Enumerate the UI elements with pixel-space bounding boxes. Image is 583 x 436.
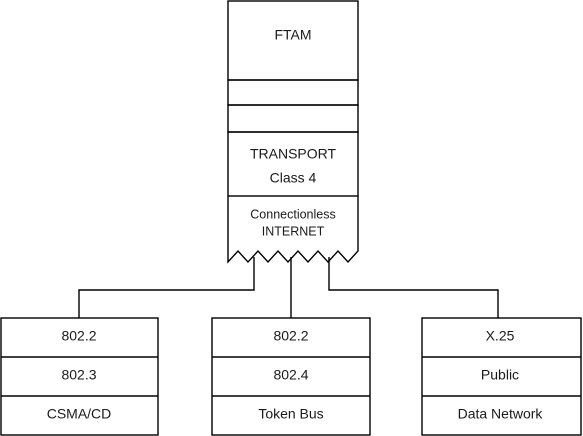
internet-label: INTERNET	[262, 224, 325, 238]
subnet-row-label: Data Network	[458, 406, 544, 422]
empty-layer-box-1	[227, 79, 359, 106]
protocol-stack: FTAM TRANSPORT Class 4 Connectionless IN…	[227, 0, 359, 264]
subnet-x25: X.25 Public Data Network	[421, 317, 582, 436]
internet-layer-box	[227, 196, 359, 264]
subnet-box	[421, 317, 582, 436]
subnet-box	[211, 317, 371, 436]
transport-class-label: Class 4	[270, 170, 317, 186]
connector-right	[328, 257, 499, 318]
subnet-row-label: 802.2	[61, 328, 96, 344]
empty-layer-box-2	[227, 104, 359, 133]
subnet-row-label: 802.3	[61, 367, 96, 383]
subnet-row-label: 802.2	[273, 328, 308, 344]
subnet-csma-cd: 802.2 802.3 CSMA/CD	[0, 317, 159, 436]
subnet-row-label: 802.4	[273, 367, 308, 383]
subnet-token-bus: 802.2 802.4 Token Bus	[211, 317, 371, 436]
transport-layer-box	[227, 131, 359, 197]
ftam-label: FTAM	[274, 27, 311, 43]
connectionless-label: Connectionless	[250, 207, 335, 221]
subnet-row-label: Public	[481, 367, 519, 383]
transport-label: TRANSPORT	[250, 146, 337, 162]
connector-left	[78, 257, 255, 318]
subnet-box	[0, 317, 159, 436]
subnet-row-label: X.25	[486, 328, 515, 344]
connector-lines	[78, 257, 499, 318]
subnet-row-label: Token Bus	[258, 406, 323, 422]
subnet-row-label: CSMA/CD	[47, 406, 112, 422]
